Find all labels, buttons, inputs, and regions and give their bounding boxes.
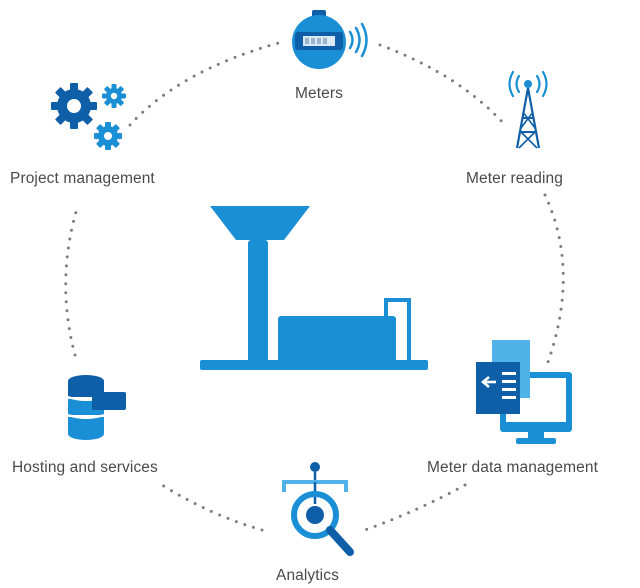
meter-reading-label: Meter reading (466, 170, 563, 187)
analytics-label: Analytics (276, 567, 339, 584)
magnifier-analytics-icon (278, 460, 358, 560)
water-plant-icon (196, 204, 436, 374)
meters-label: Meters (295, 85, 343, 102)
gears-icon (50, 80, 132, 158)
ring-arc-hosting-to-project (64, 203, 80, 357)
ring-arc-meters-to-reading (378, 43, 507, 127)
hosting-and-services-label: Hosting and services (12, 459, 158, 476)
ring-arc-reading-to-mdm (543, 193, 565, 364)
ring-arc-project-to-meters (128, 40, 284, 127)
ring-arc-analytics-to-hosting (160, 483, 264, 532)
meter-data-management-label: Meter data management (427, 459, 598, 476)
antenna-tower-icon (504, 68, 552, 152)
project-management-label: Project management (10, 170, 155, 187)
database-server-icon (64, 374, 128, 444)
monitor-document-icon (472, 340, 576, 446)
meter-icon (290, 8, 372, 70)
ring-arc-mdm-to-analytics (363, 483, 467, 532)
